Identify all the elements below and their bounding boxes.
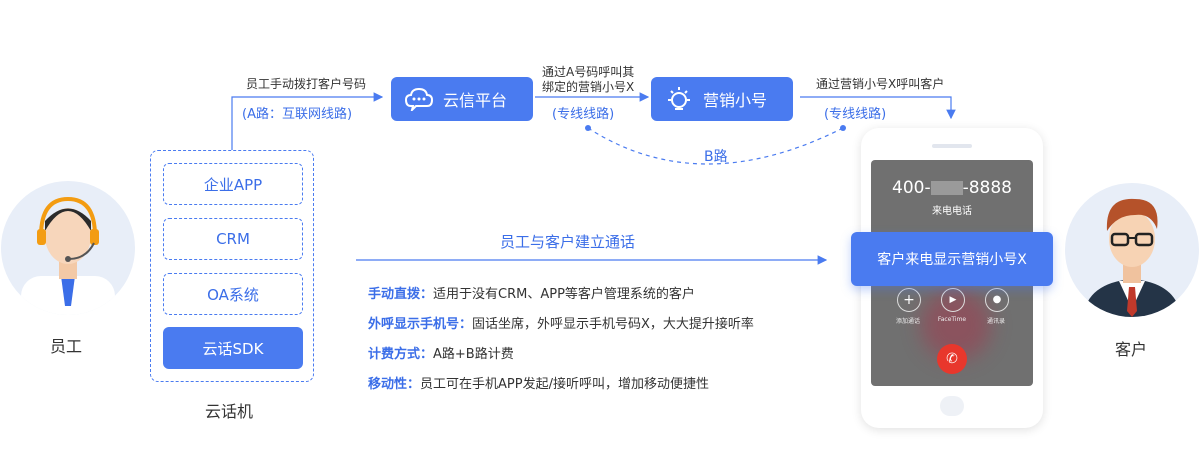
call-established-label: 员工与客户建立通话 xyxy=(500,233,636,251)
route-b-line2: 绑定的营销小号X xyxy=(542,80,635,94)
incoming-display-popup: 客户来电显示营销小号X xyxy=(851,232,1053,286)
route-c-sub: (专线线路) xyxy=(824,107,887,122)
cloud-phone-box: 企业APP CRM OA系统 云话SDK xyxy=(150,150,314,382)
contacts-label: 通讯录 xyxy=(986,318,1005,325)
facetime-label: FaceTime xyxy=(937,316,967,323)
add-call-button[interactable]: + xyxy=(897,288,921,312)
route-a-line xyxy=(231,92,384,150)
route-c-label: 通过营销小号X呼叫客户 xyxy=(816,77,945,91)
option-cloud-sdk[interactable]: 云话SDK xyxy=(163,327,303,369)
option-oa-system[interactable]: OA系统 xyxy=(163,273,303,315)
option-enterprise-app[interactable]: 企业APP xyxy=(163,163,303,205)
feature-mobility: 移动性：员工可在手机APP发起/接听呼叫，增加移动便捷性 xyxy=(368,377,709,392)
phone-speaker xyxy=(932,144,972,148)
add-call-label: 添加通话 xyxy=(895,318,920,325)
route-a-sub: (A路：互联网线路) xyxy=(242,107,353,122)
feature-manual-dial: 手动直拨：适用于没有CRM、APP等客户管理系统的客户 xyxy=(368,287,695,302)
route-a-label: 员工手动拨打客户号码 xyxy=(246,77,367,91)
route-b-sub: (专线线路) xyxy=(552,107,615,122)
home-button[interactable] xyxy=(940,396,964,416)
route-b-line1: 通过A号码呼叫其 xyxy=(542,65,635,79)
marketing-number-node[interactable]: 营销小号 xyxy=(651,77,793,121)
customer-avatar xyxy=(1065,183,1199,317)
cloud-phone-label: 云话机 xyxy=(205,402,254,421)
customer-label: 客户 xyxy=(1115,340,1148,359)
b-route-label: B路 xyxy=(704,149,728,165)
masked-digits xyxy=(930,181,963,195)
cloud-platform-node[interactable]: 云信平台 xyxy=(391,77,533,121)
facetime-button[interactable]: ▶ xyxy=(941,288,965,312)
feature-billing: 计费方式：A路+B路计费 xyxy=(368,347,514,362)
cloud-platform-label: 云信平台 xyxy=(443,91,508,110)
employee-label: 员工 xyxy=(50,337,83,356)
option-crm[interactable]: CRM xyxy=(163,218,303,260)
hangup-button[interactable]: ✆ xyxy=(937,344,967,374)
contacts-button[interactable]: ● xyxy=(985,288,1009,312)
lightbulb-icon xyxy=(665,85,693,113)
chat-cloud-icon xyxy=(405,85,433,113)
route-c-line xyxy=(800,96,956,120)
incoming-label: 来电电话 xyxy=(932,206,972,217)
caller-number: 400--8888 xyxy=(892,178,1012,198)
marketing-number-label: 营销小号 xyxy=(703,91,768,110)
employee-avatar xyxy=(1,181,135,315)
b-route-arc xyxy=(587,127,844,165)
feature-show-mobile: 外呼显示手机号：固话坐席，外呼显示手机号码X，大大提升接听率 xyxy=(368,317,754,332)
